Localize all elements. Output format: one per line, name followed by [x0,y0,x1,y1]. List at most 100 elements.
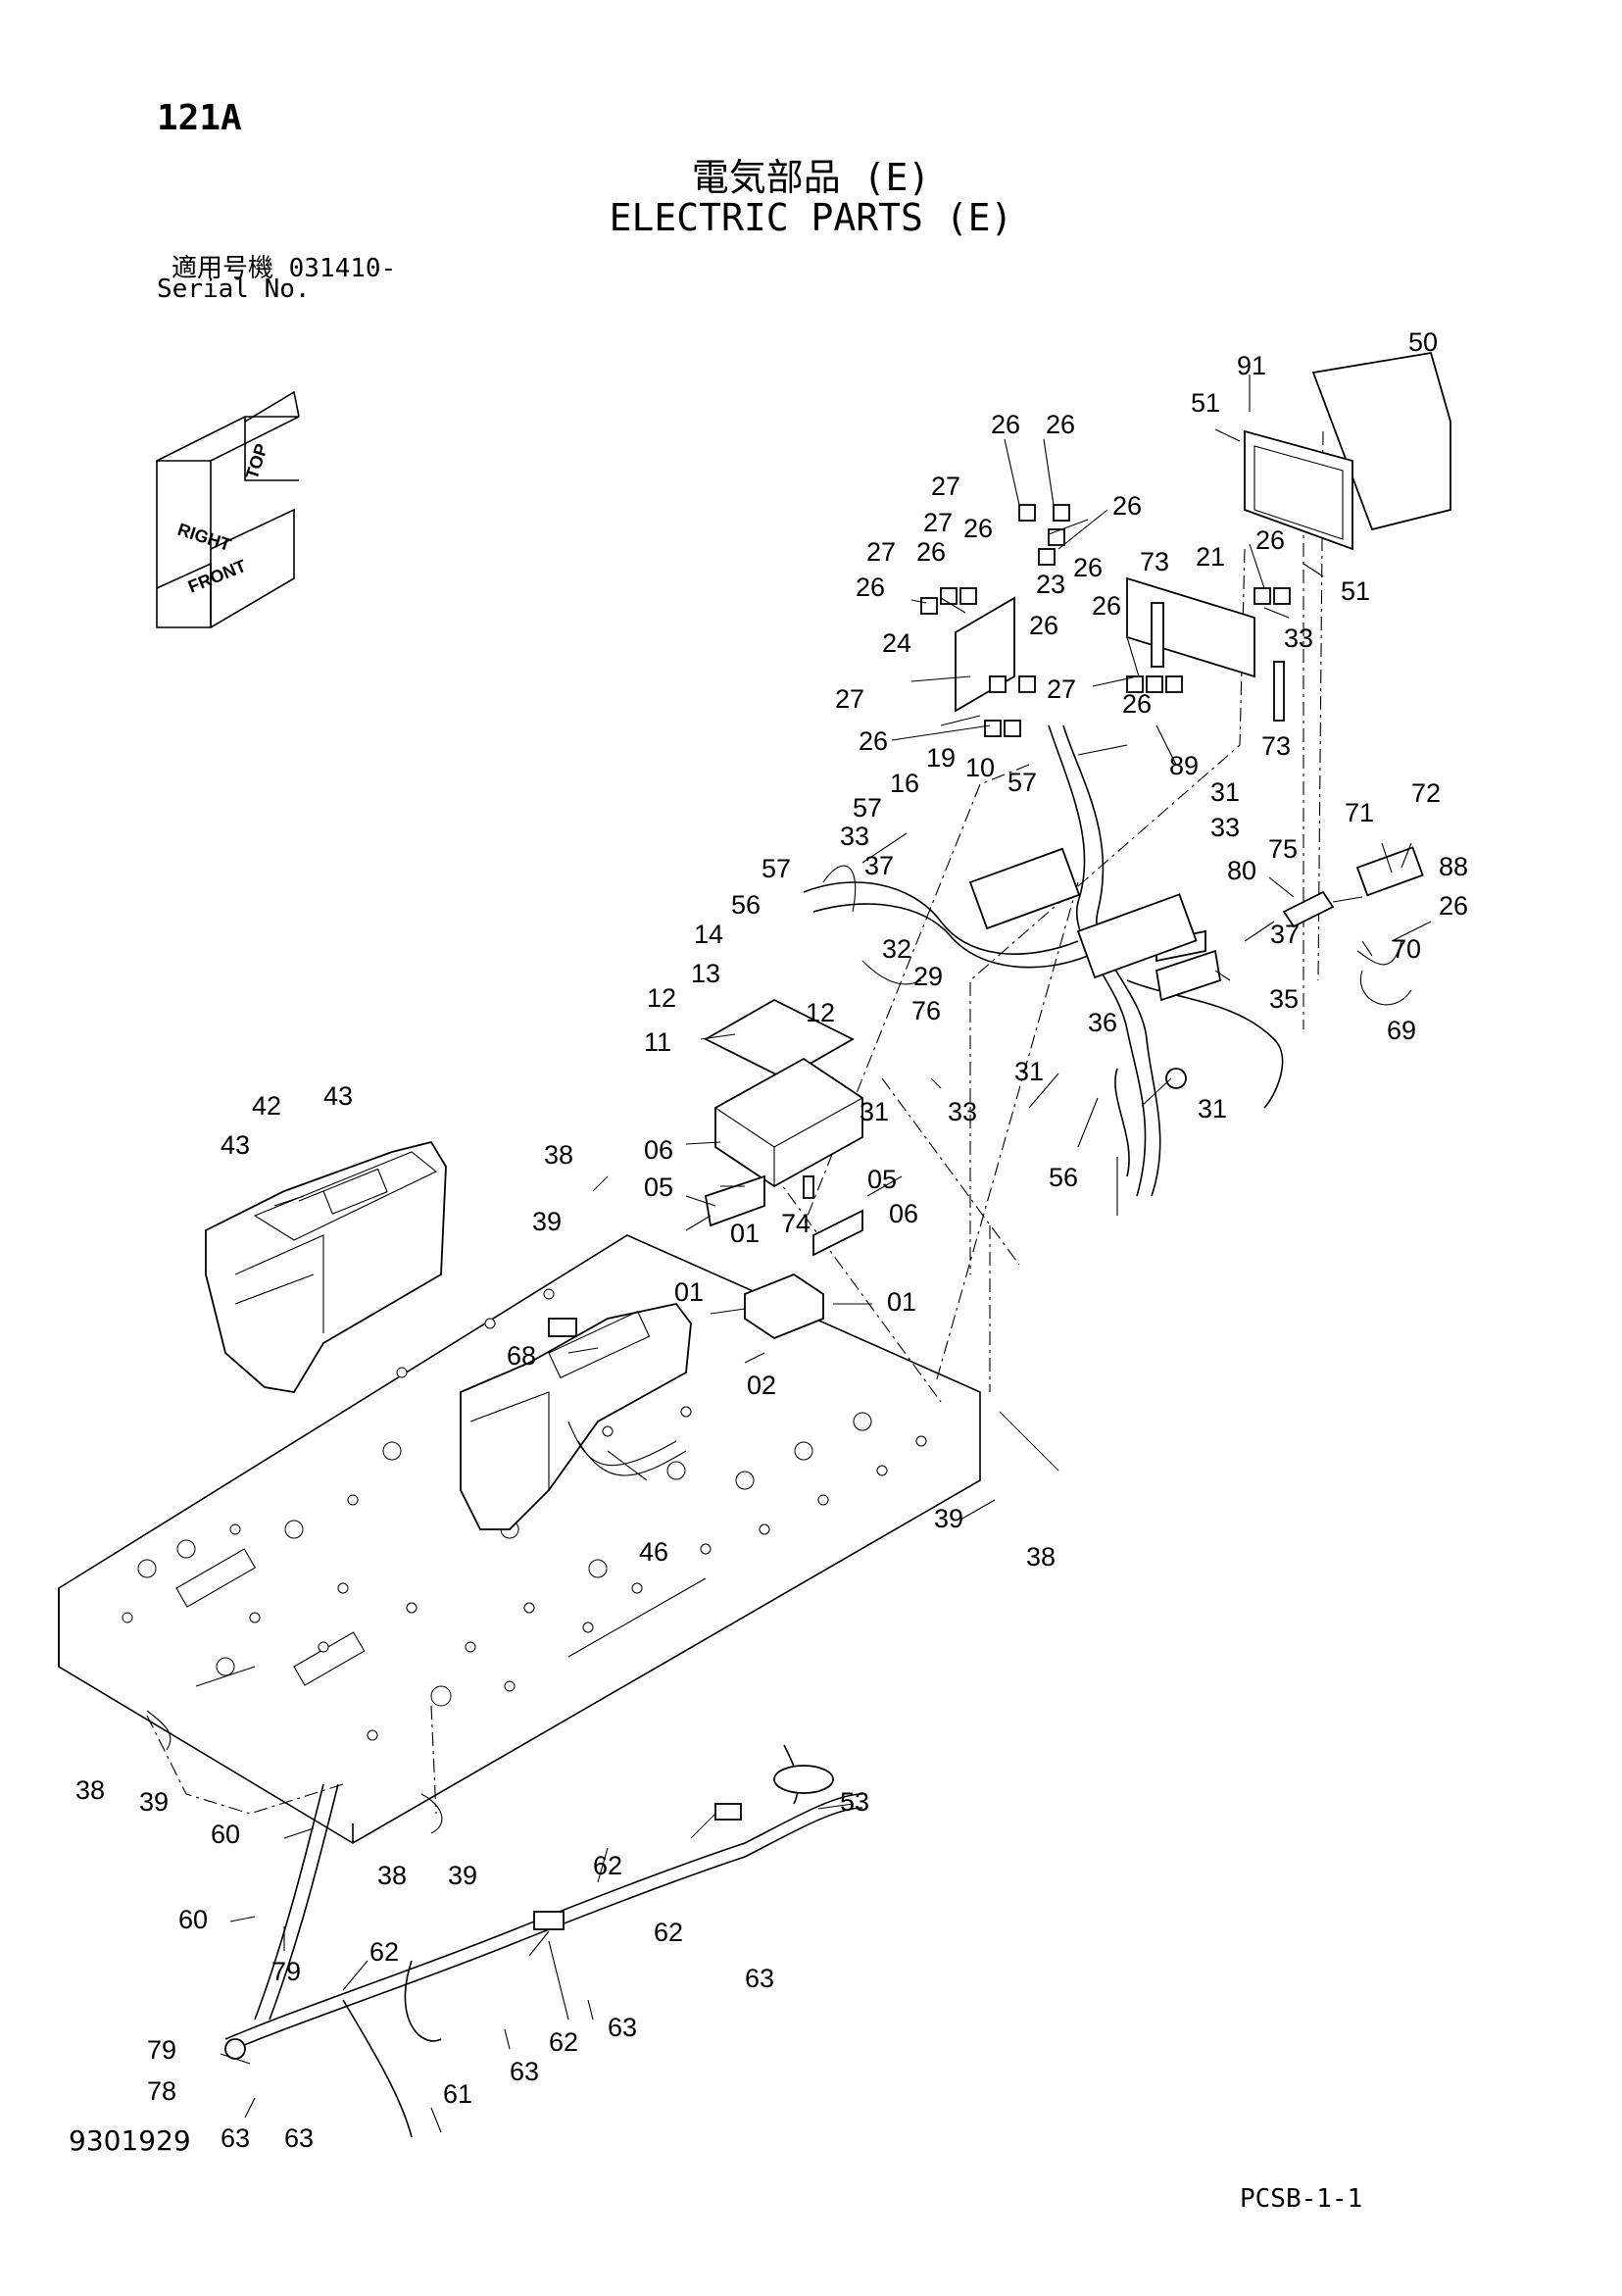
callout-01: 01 [730,1219,760,1248]
left-console-upper [205,1140,447,1393]
callout-05: 05 [644,1173,673,1202]
callout-60: 60 [211,1820,240,1849]
callout-31: 31 [1014,1057,1044,1086]
callout-88: 88 [1439,852,1468,881]
callout-35: 35 [1269,984,1299,1014]
callout-63: 63 [745,1964,774,1993]
title-english: ELECTRIC PARTS (E) [609,196,1013,239]
callout-39: 39 [448,1861,477,1890]
callout-06: 06 [889,1199,918,1228]
callout-57: 57 [853,793,882,823]
orientation-front-label: FRONT [185,556,249,597]
callout-27: 27 [835,684,864,714]
leader-lines [220,374,1412,2133]
callout-69: 69 [1387,1016,1416,1045]
callout-26: 26 [963,514,993,543]
callout-33: 33 [840,822,869,851]
callout-42: 42 [252,1091,281,1121]
callout-26: 26 [1112,491,1142,521]
orientation-right-label: RIGHT [175,520,233,555]
callout-74: 74 [781,1209,811,1238]
callout-38: 38 [377,1861,407,1890]
callout-05: 05 [867,1165,897,1194]
callout-70: 70 [1392,934,1421,964]
callout-68: 68 [507,1341,536,1371]
callout-62: 62 [369,1937,399,1967]
right-console-lower [460,1302,692,1530]
title-japanese: 電気部品 (E) [691,156,931,199]
callout-89: 89 [1169,751,1199,780]
callout-27: 27 [931,472,960,501]
bottom-harness [146,1411,1059,2138]
callout-31: 31 [860,1097,889,1126]
callout-73: 73 [1261,731,1291,761]
orientation-indicator: TOP RIGHT FRONT [156,390,300,628]
callout-50: 50 [1408,327,1438,357]
callout-27: 27 [1047,674,1076,704]
callout-26: 26 [1122,689,1152,719]
callout-01: 01 [887,1287,916,1317]
callout-71: 71 [1345,798,1374,827]
callout-26: 26 [991,410,1020,439]
callout-80: 80 [1227,856,1256,885]
callout-24: 24 [882,628,911,658]
callout-46: 46 [639,1537,668,1567]
callout-16: 16 [890,769,919,798]
callout-37: 37 [1270,920,1300,949]
callout-61: 61 [443,2079,472,2109]
callout-32: 32 [882,934,911,964]
callout-38: 38 [544,1140,573,1170]
callout-62: 62 [549,2027,578,2057]
callout-21: 21 [1196,542,1225,572]
callout-14: 14 [694,920,723,949]
relay-assembly [920,504,1291,737]
callout-26: 26 [1439,891,1468,921]
callout-26: 26 [916,537,946,567]
callout-01: 01 [674,1277,704,1307]
main-harness [803,724,1284,1197]
callout-37: 37 [864,851,894,880]
callout-79: 79 [271,1957,301,1986]
callout-79: 79 [147,2035,176,2065]
floor-plate [58,1234,981,1844]
controller-bracket [704,998,863,1340]
callout-51: 51 [1341,576,1370,606]
callout-33: 33 [1284,624,1313,653]
callout-51: 51 [1191,388,1220,418]
part-callouts: 50 91 51 51 26 26 27 26 27 26 26 27 26 2… [75,327,1468,2153]
callout-26: 26 [1029,611,1058,640]
connector-group-right [1282,846,1432,1006]
callout-13: 13 [691,959,720,988]
orientation-top-label: TOP [242,441,271,481]
callout-39: 39 [532,1207,562,1236]
callout-57: 57 [762,854,791,883]
callout-73: 73 [1140,547,1169,576]
drawing-number: 9301929 [69,2124,191,2157]
callout-26: 26 [1092,591,1121,621]
callout-10: 10 [965,753,995,782]
serial-label-english: Serial No. [157,275,311,304]
callout-31: 31 [1210,777,1240,807]
callout-43: 43 [323,1081,353,1111]
callout-38: 38 [75,1775,105,1805]
callout-26: 26 [859,726,888,756]
callout-31: 31 [1198,1094,1227,1123]
callout-63: 63 [284,2123,314,2153]
callout-29: 29 [913,962,943,991]
callout-78: 78 [147,2076,176,2106]
callout-38: 38 [1026,1542,1056,1572]
callout-26: 26 [856,573,885,602]
monitor-bracket [1244,351,1451,551]
sheet-code: PCSB-1-1 [1240,2184,1363,2214]
callout-57: 57 [1008,768,1037,797]
callout-62: 62 [593,1851,622,1880]
callout-12: 12 [806,998,835,1027]
callout-53: 53 [840,1787,869,1817]
callout-27: 27 [923,508,953,537]
callout-75: 75 [1268,834,1298,864]
callout-39: 39 [934,1504,963,1533]
serial-label-japanese: 適用号機 031410- [172,254,397,283]
callout-43: 43 [221,1130,250,1160]
callout-06: 06 [644,1135,673,1165]
callout-26: 26 [1255,525,1285,555]
